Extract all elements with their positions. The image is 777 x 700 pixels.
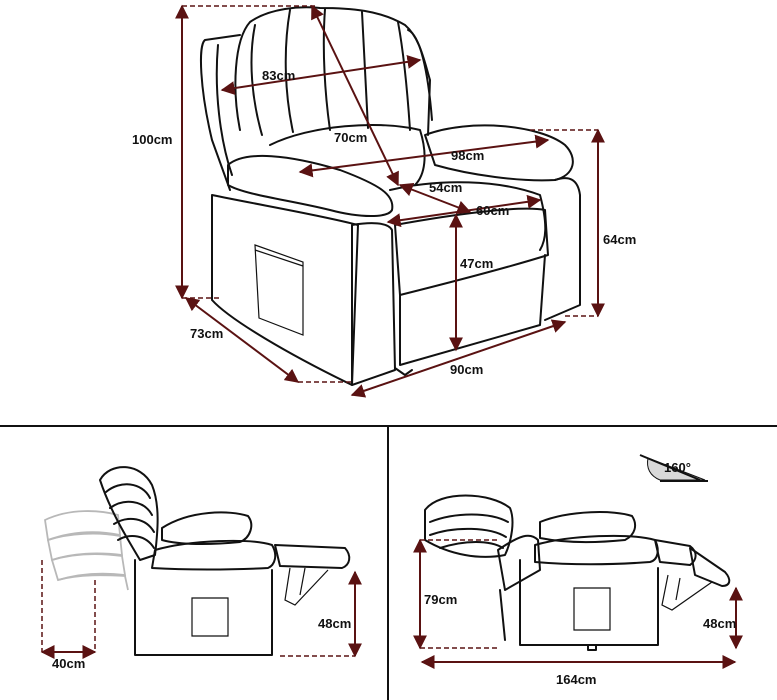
seat-diagonal-label: 70cm — [334, 130, 367, 145]
right-footrest-height-label: 48cm — [703, 616, 736, 631]
reclined-length-label: 164cm — [556, 672, 596, 687]
arm-span-label: 98cm — [451, 148, 484, 163]
recline-angle-label: 160° — [664, 460, 691, 475]
depth-label: 73cm — [190, 326, 223, 341]
side-view-ghost-backrest — [44, 510, 129, 591]
seat-height-label: 47cm — [460, 256, 493, 271]
side-view-chair-left — [99, 466, 351, 656]
side-view-chair-right — [424, 494, 731, 651]
width-label: 90cm — [450, 362, 483, 377]
recline-clearance-label: 40cm — [52, 656, 85, 671]
back-width-label: 83cm — [262, 68, 295, 83]
angle-indicator — [639, 454, 708, 482]
seat-width-label: 60cm — [476, 203, 509, 218]
left-dimension-lines — [40, 560, 362, 659]
right-dimension-lines — [413, 538, 743, 669]
seat-depth-label: 54cm — [429, 180, 462, 195]
main-dimension-lines — [175, 4, 605, 398]
arm-height-label: 64cm — [603, 232, 636, 247]
left-footrest-height-label: 48cm — [318, 616, 351, 631]
back-height-label: 100cm — [132, 132, 172, 147]
reclined-height-label: 79cm — [424, 592, 457, 607]
